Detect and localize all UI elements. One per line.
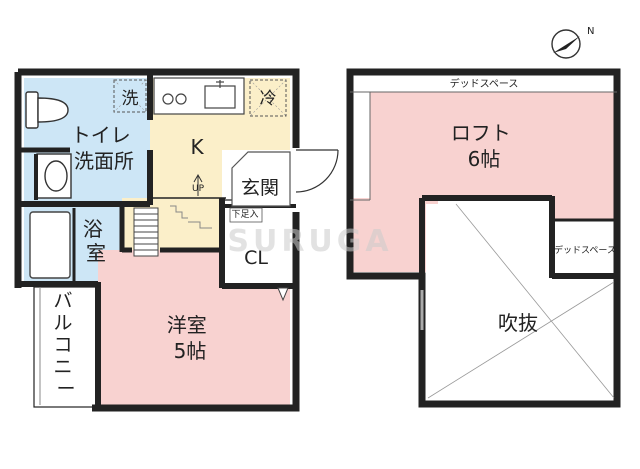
balcony-label: バ ル コ ニ ー <box>53 290 78 400</box>
loft-label: ロフト 6帖 <box>451 121 517 171</box>
dead-space-side-label: デッドスペース <box>554 244 616 256</box>
bathtub-icon <box>29 211 71 279</box>
closet-door-icon <box>277 287 289 302</box>
stairs-up-label: UP <box>192 184 205 194</box>
toilet-washroom-label: トイレ 洗面所 <box>71 123 137 173</box>
dead-space-top-label: デッドスペース <box>450 77 519 90</box>
stairs <box>133 173 212 257</box>
atrium-label: 吹抜 <box>498 311 538 335</box>
washer-mark: 洗 <box>122 89 139 109</box>
entrance-label: 玄関 <box>241 177 279 199</box>
compass-label: N <box>587 26 594 37</box>
entrance-door-icon <box>295 149 339 193</box>
loft-area <box>352 92 614 272</box>
north-arrow-icon: N <box>551 26 594 59</box>
outer-walls <box>14 68 300 412</box>
washer-space <box>113 79 147 113</box>
first-floor-plan: 洗 冷 トイレ 洗面所 K UP 玄関 下足入 浴 室 CL 洋室 5帖 バ ル… <box>14 68 339 412</box>
entrance-recess <box>231 151 291 207</box>
loft-outer-walls <box>346 68 621 408</box>
shoe-storage-label: 下足入 <box>231 209 258 220</box>
bathroom-label: 浴 室 <box>83 217 109 265</box>
toilet-icon <box>25 91 69 129</box>
watermark: SURUGA <box>227 224 392 259</box>
wash-basin-icon <box>36 153 72 199</box>
fridge-mark: 冷 <box>260 89 277 109</box>
atrium-area <box>426 204 614 400</box>
loft-floor-plan: デッドスペース ロフト 6帖 デッドスペース 吹抜 <box>346 68 621 408</box>
kitchen-counter <box>153 77 245 115</box>
western-room-label: 洋室 5帖 <box>167 313 213 363</box>
closet-label: CL <box>244 247 268 269</box>
kitchen-label: K <box>190 135 204 159</box>
